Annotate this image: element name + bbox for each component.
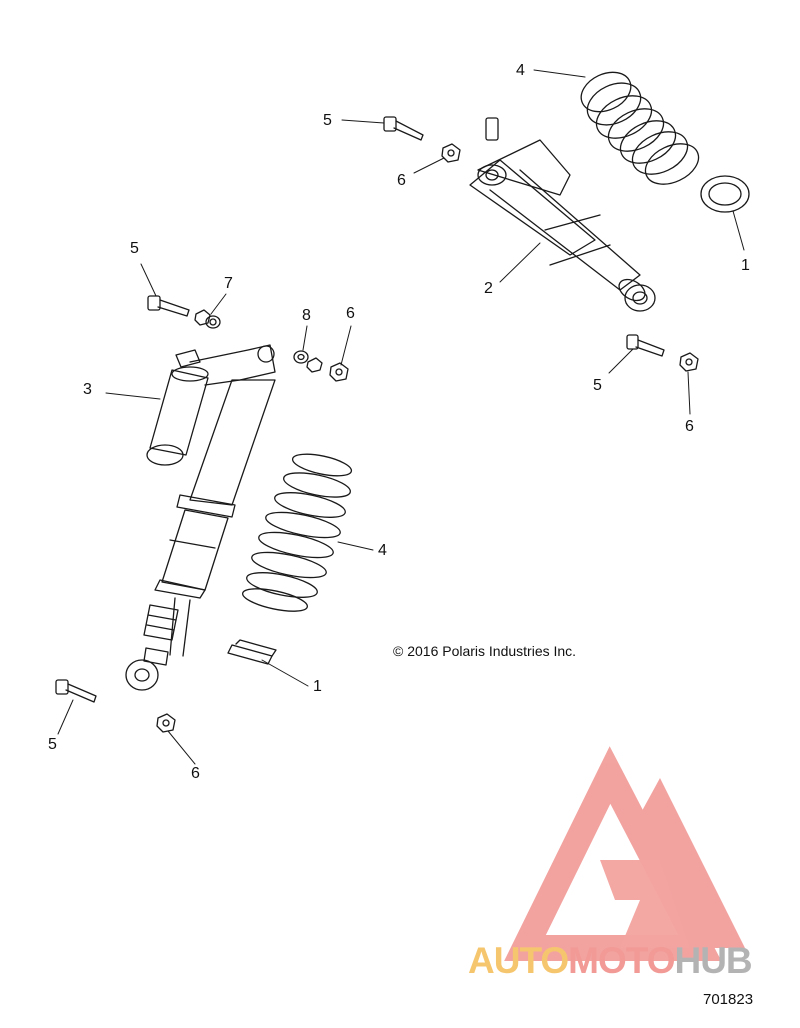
bolt-bottom (55, 679, 97, 703)
callout-6-right: 6 (685, 418, 694, 435)
callout-5-top: 5 (323, 112, 332, 129)
bolt-right (626, 334, 665, 357)
nut-top (441, 143, 461, 163)
nut-right (679, 352, 699, 372)
shock-absorber-2 (469, 117, 656, 312)
callout-1-right: 1 (741, 257, 750, 274)
copyright-notice: © 2016 Polaris Industries Inc. (393, 643, 577, 659)
shock-absorber-3 (125, 344, 276, 691)
brand-auto: AUTO (468, 940, 569, 981)
watermark-brand: AUTOMOTOHUB (468, 940, 753, 982)
callout-6-bottom: 6 (191, 765, 200, 782)
leader-lines (57, 69, 745, 765)
callout-4-top: 4 (516, 62, 525, 79)
figure-number: 701823 (703, 991, 754, 1008)
brand-moto: MOTO (568, 940, 675, 981)
callout-5-bottom: 5 (48, 736, 57, 753)
nut-bottom (156, 713, 176, 733)
nut-mid (329, 362, 349, 382)
brand-hub: HUB (674, 940, 752, 981)
bolt-left (147, 295, 190, 317)
callout-1-mid: 1 (313, 678, 322, 695)
spring-retainer-right (700, 175, 750, 213)
coil-spring-mid (242, 453, 353, 612)
callout-8: 8 (302, 307, 311, 324)
washer-8 (293, 350, 323, 373)
callout-2: 2 (484, 280, 493, 297)
spring-retainer-mid (227, 639, 277, 665)
callout-6-mid: 6 (346, 305, 355, 322)
callout-6-top: 6 (397, 172, 406, 189)
callout-3: 3 (83, 381, 92, 398)
bolt-top (383, 116, 424, 141)
washer-7 (194, 309, 221, 329)
coil-spring-top (580, 71, 700, 185)
callout-4-mid: 4 (378, 542, 387, 559)
watermark-logo (504, 746, 745, 961)
callout-7: 7 (224, 275, 233, 292)
callout-5-right: 5 (593, 377, 602, 394)
callout-5-left: 5 (130, 240, 139, 257)
